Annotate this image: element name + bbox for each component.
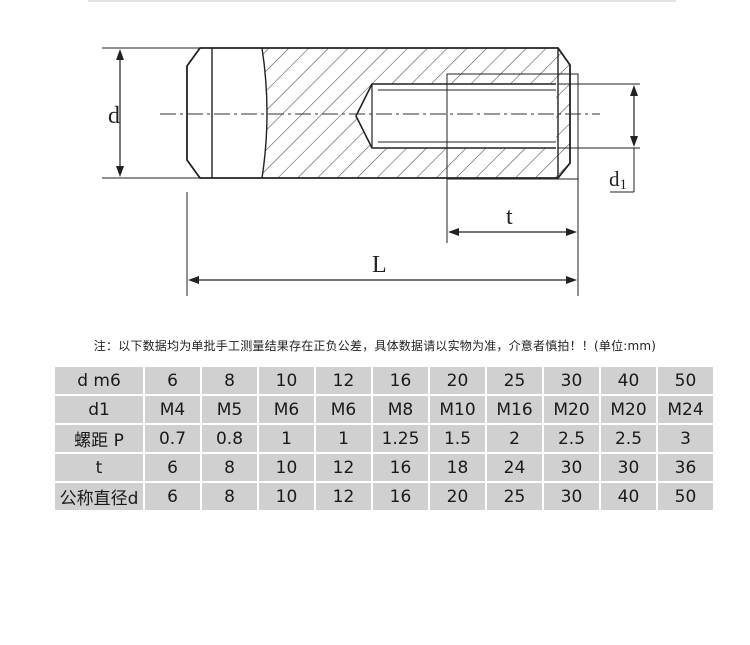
table-cell: M20: [601, 396, 656, 423]
row-header: d m6: [55, 367, 143, 394]
measurement-note: 注：以下数据均为单批手工测量结果存在正负公差，具体数据请以实物为准，介意者慎拍！…: [93, 339, 657, 353]
table-cell: 20: [430, 367, 485, 394]
table-cell: 40: [601, 367, 656, 394]
table-cell: 30: [601, 454, 656, 481]
table-cell: 0.7: [145, 425, 200, 452]
dowel-pin-technical-drawing: d d1 t L: [102, 47, 640, 296]
table-cell: 1.5: [430, 425, 485, 452]
table-cell: M20: [544, 396, 599, 423]
table-cell: 40: [601, 483, 656, 510]
table-cell: 16: [373, 454, 428, 481]
table-cell: 30: [544, 483, 599, 510]
L-label: L: [372, 252, 387, 278]
table-cell: 8: [202, 367, 257, 394]
table-cell: 10: [259, 483, 314, 510]
row-header: 螺距 P: [55, 425, 143, 452]
row-header: d1: [55, 396, 143, 423]
table-cell: 10: [259, 367, 314, 394]
table-cell: 50: [658, 483, 713, 510]
threaded-hole: [355, 83, 556, 149]
table-cell: 25: [487, 483, 542, 510]
table-cell: 30: [544, 454, 599, 481]
row-header: t: [55, 454, 143, 481]
table-cell: M16: [487, 396, 542, 423]
table-cell: 18: [430, 454, 485, 481]
table-cell: M6: [259, 396, 314, 423]
table-cell: M10: [430, 396, 485, 423]
table-cell: M8: [373, 396, 428, 423]
table-cell: 8: [202, 483, 257, 510]
table-cell: 10: [259, 454, 314, 481]
table-cell: 12: [316, 454, 371, 481]
table-cell: 2.5: [544, 425, 599, 452]
table-cell: M6: [316, 396, 371, 423]
table-cell: 50: [658, 367, 713, 394]
table-cell: 25: [487, 367, 542, 394]
table-cell: M4: [145, 396, 200, 423]
table-cell: 6: [145, 483, 200, 510]
table-cell: 6: [145, 454, 200, 481]
table-cell: 36: [658, 454, 713, 481]
section-hatching: [262, 48, 570, 178]
table-cell: 12: [316, 483, 371, 510]
table-cell: M5: [202, 396, 257, 423]
table-cell: 2: [487, 425, 542, 452]
table-cell: 12: [316, 367, 371, 394]
t-label: t: [506, 204, 513, 230]
table-cell: 1: [259, 425, 314, 452]
d1-label: d1: [609, 167, 627, 193]
table-cell: 16: [373, 483, 428, 510]
table-cell: M24: [658, 396, 713, 423]
table-cell: 30: [544, 367, 599, 394]
break-line: [261, 47, 268, 179]
table-cell: 16: [373, 367, 428, 394]
d-label: d: [108, 103, 120, 129]
t-reference-box: [446, 73, 579, 180]
row-header: 公称直径d: [55, 483, 143, 510]
top-divider: [88, 0, 676, 2]
table-cell: 2.5: [601, 425, 656, 452]
table-cell: 0.8: [202, 425, 257, 452]
table-cell: 1: [316, 425, 371, 452]
table-cell: 1.25: [373, 425, 428, 452]
table-cell: 6: [145, 367, 200, 394]
table-cell: 3: [658, 425, 713, 452]
table-cell: 24: [487, 454, 542, 481]
table-cell: 20: [430, 483, 485, 510]
table-cell: 8: [202, 454, 257, 481]
